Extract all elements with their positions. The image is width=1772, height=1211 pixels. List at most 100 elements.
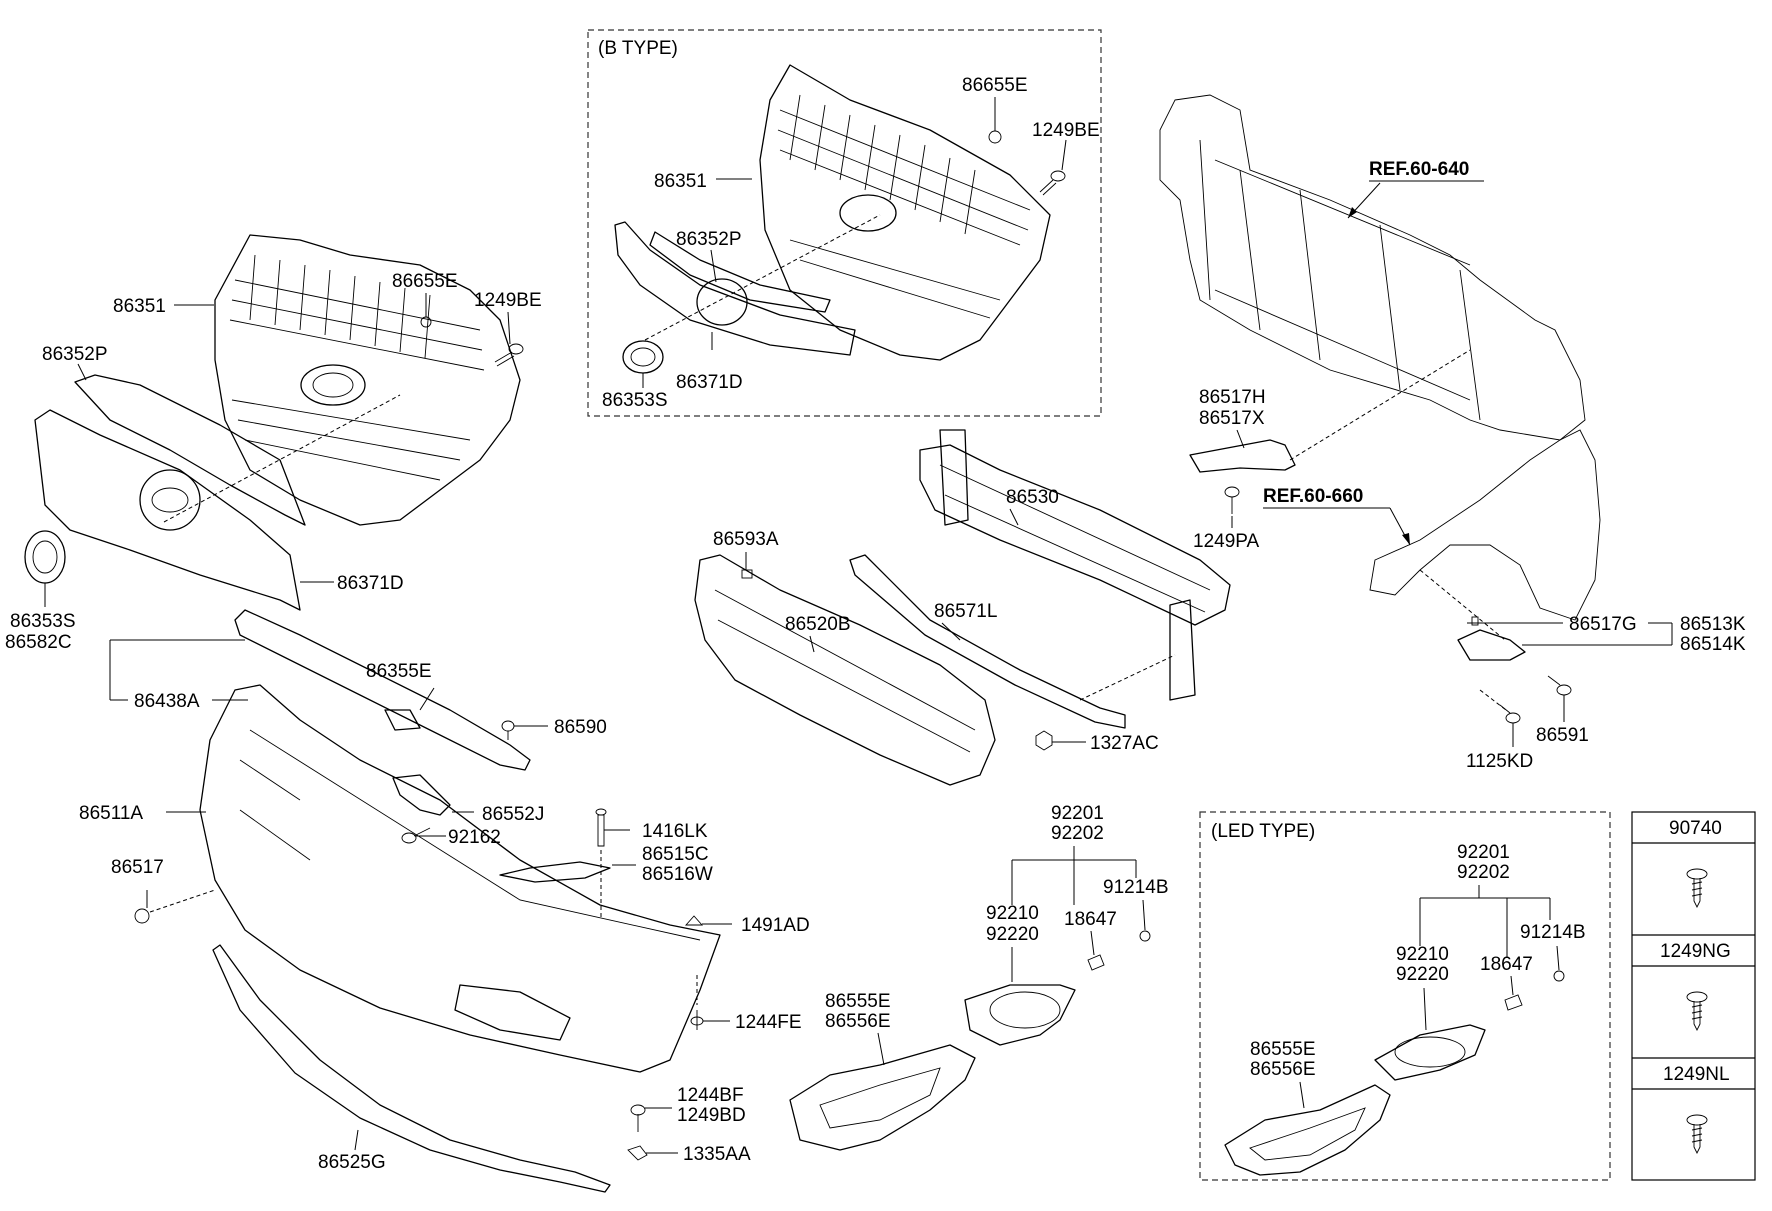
label-1249be-main: 1249BE [474, 290, 542, 311]
label-1491ad: 1491AD [741, 915, 810, 936]
label-1244fe: 1244FE [735, 1012, 802, 1033]
label-86516w: 86516W [642, 864, 713, 885]
emblem-86353s-b-type [622, 340, 664, 374]
label-86530: 86530 [1006, 487, 1059, 508]
label-86513k: 86513K [1680, 614, 1746, 635]
clip-86590 [501, 720, 515, 740]
screw-icon-90740 [1686, 868, 1708, 909]
label-92210-led: 92210 [1396, 944, 1449, 965]
screw-91214b-led [1553, 970, 1565, 982]
table-cell-1249nl: 1249NL [1663, 1064, 1730, 1085]
label-86655e-main: 86655E [392, 271, 458, 292]
rail-assy-86530 [919, 429, 1231, 701]
screw-1249be-main [494, 343, 524, 367]
screw-icon-1249nl [1686, 1114, 1708, 1155]
label-18647-led: 18647 [1480, 954, 1533, 975]
garnish-86582c [234, 609, 531, 771]
inset-title-led-type: (LED TYPE) [1211, 821, 1315, 842]
clip-86593a [741, 569, 753, 579]
label-86517h: 86517H [1199, 387, 1266, 408]
screw-1244bf [630, 1104, 646, 1132]
label-86556e-led: 86556E [1250, 1059, 1316, 1080]
label-86590: 86590 [554, 717, 607, 738]
bracket-86517h [1189, 439, 1296, 473]
label-86525g: 86525G [318, 1152, 386, 1173]
label-92201-main: 92201 [1051, 803, 1104, 824]
label-86655e-b-type: 86655E [962, 75, 1028, 96]
fog-lamp-92201-main [964, 984, 1076, 1046]
part-labels: 86351 86655E 1249BE 86352P 86353S 86371D… [5, 75, 1746, 1173]
label-92220-main: 92220 [986, 924, 1039, 945]
label-86353s-b-type: 86353S [602, 390, 668, 411]
nut-1335aa [627, 1145, 648, 1161]
label-92162: 92162 [448, 827, 501, 848]
inset-title-b-type: (B TYPE) [598, 38, 678, 59]
label-86515c: 86515C [642, 844, 709, 865]
label-86517x: 86517X [1199, 408, 1265, 429]
screw-1244fe [690, 1010, 704, 1030]
inset-led-type: (LED TYPE) [1199, 811, 1611, 1181]
label-1416lk: 1416LK [642, 821, 708, 842]
label-86582c: 86582C [5, 632, 72, 653]
label-86556e-main: 86556E [825, 1011, 891, 1032]
table-cell-1249ng: 1249NG [1660, 941, 1731, 962]
screw-86591 [1547, 675, 1572, 696]
fog-lamp-cover-86555e-main [789, 1044, 976, 1151]
label-86520b: 86520B [785, 614, 851, 635]
grille-molding-main [34, 374, 306, 611]
ref-60-660: REF.60-660 [1263, 486, 1363, 507]
fog-lamp-92201-led [1374, 1024, 1486, 1081]
bracket-86515c [499, 861, 611, 883]
bumper-cover-86511a [199, 684, 721, 1073]
clip-86517g [1471, 616, 1479, 626]
label-91214b-main: 91214B [1103, 877, 1169, 898]
fender-ref-660 [1369, 429, 1601, 621]
socket-18647-main [1087, 954, 1105, 971]
ref-640-callout: REF.60-640 [1347, 159, 1484, 219]
bar-86571l [849, 554, 1126, 729]
label-18647-main: 18647 [1064, 909, 1117, 930]
label-92220-led: 92220 [1396, 964, 1449, 985]
radiator-grille-b-type [759, 64, 1051, 361]
label-1249pa: 1249PA [1193, 531, 1260, 552]
nut-86655e-main [420, 316, 432, 328]
screw-1249pa [1224, 486, 1240, 514]
label-86352p-main: 86352P [42, 344, 108, 365]
label-92202-main: 92202 [1051, 823, 1104, 844]
label-86593a: 86593A [713, 529, 779, 550]
clip-1491ad [684, 915, 704, 926]
inset-b-type: (B TYPE) [587, 29, 1102, 417]
label-86438a: 86438A [134, 691, 200, 712]
plug-86517 [134, 908, 150, 924]
nut-1327ac [1035, 730, 1053, 751]
label-86351-b-type: 86351 [654, 171, 707, 192]
front-end-module-ref-640 [1159, 94, 1586, 441]
label-86555e-main: 86555E [825, 991, 891, 1012]
label-86355e: 86355E [366, 661, 432, 682]
label-86591: 86591 [1536, 725, 1589, 746]
label-86552j: 86552J [482, 804, 544, 825]
lip-86525g [212, 944, 611, 1193]
bracket-86552j [392, 774, 451, 816]
label-86514k: 86514K [1680, 634, 1746, 655]
label-86517g: 86517G [1569, 614, 1637, 635]
label-1335aa: 1335AA [683, 1144, 751, 1165]
label-1125kd: 1125KD [1466, 751, 1533, 772]
screw-icon-1249ng [1686, 991, 1708, 1032]
grille-molding-b-type [614, 221, 856, 356]
ref-60-640: REF.60-640 [1369, 159, 1469, 180]
screw-92162 [401, 827, 431, 844]
bracket-86355e [384, 709, 421, 731]
label-86371d-b-type: 86371D [676, 372, 743, 393]
leader-lines [44, 97, 1673, 1154]
nut-86655e-b-type [988, 130, 1002, 144]
label-1244bf: 1244BF [677, 1085, 744, 1106]
bolt-1416lk [595, 808, 607, 847]
table-cell-90740: 90740 [1669, 818, 1722, 839]
label-1327ac: 1327AC [1090, 733, 1159, 754]
label-92210-main: 92210 [986, 903, 1039, 924]
label-86517: 86517 [111, 857, 164, 878]
label-86571l: 86571L [934, 601, 997, 622]
